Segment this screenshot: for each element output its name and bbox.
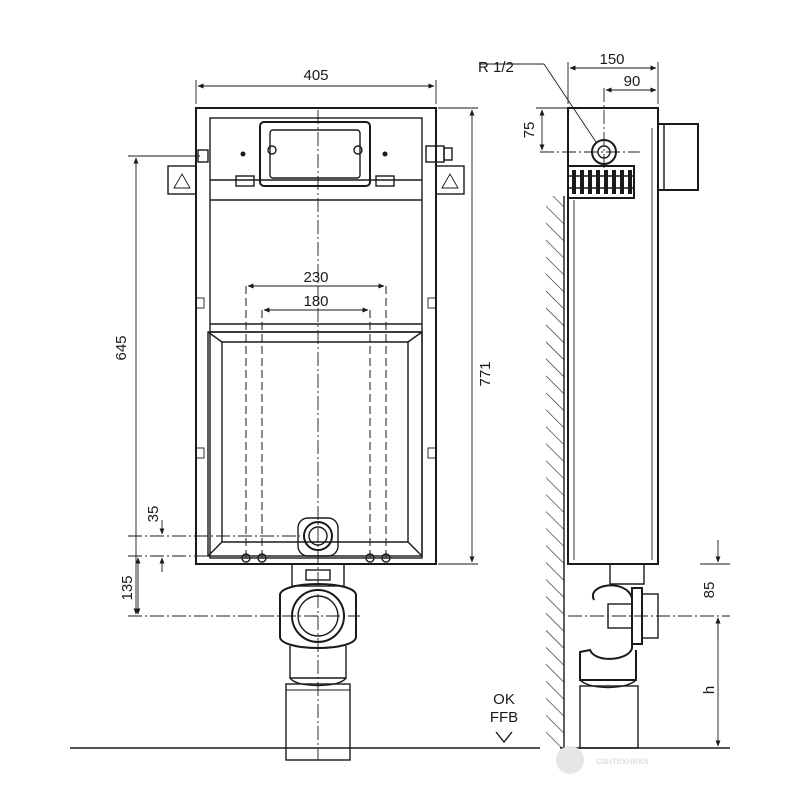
dim-inlet-height: 75: [521, 122, 538, 139]
wall-clamp: [567, 165, 635, 199]
dim-depth-total: 150: [599, 51, 624, 68]
front-frame-inner: [209, 117, 423, 559]
dim-drain-height: 85: [701, 582, 718, 599]
dim-outlet-outer: 230: [303, 269, 328, 286]
drain-bend-front: [279, 583, 357, 649]
dim-depth-inner: 90: [624, 73, 641, 90]
dim-outlet-inner: 180: [303, 293, 328, 310]
watermark: сантехника: [596, 756, 649, 767]
floor-label-ok: OK: [493, 691, 515, 708]
floor-marker-icon: [495, 731, 513, 744]
wall-hatch: [546, 196, 564, 748]
side-view: R 1/2 150 90 75 85 h: [478, 51, 730, 749]
right-wall-bracket: [435, 165, 465, 195]
left-wall-bracket: [167, 165, 197, 195]
dim-height-total: 771: [477, 361, 494, 386]
front-view: 405 230 180 771 645 35 135: [113, 67, 494, 761]
floor-label-ffb: FFB: [490, 709, 518, 726]
dim-variable-height: h: [701, 686, 718, 694]
dim-offset-small: 35: [145, 506, 162, 523]
dim-offset-bottom: 135: [119, 575, 136, 600]
flush-plate-opening: [259, 121, 371, 187]
cistern-side-body: [567, 107, 659, 565]
actuator-box: [657, 123, 699, 191]
thread-label: R 1/2: [478, 59, 514, 76]
drain-bend-side: [579, 584, 637, 681]
dim-width-total: 405: [303, 67, 328, 84]
dim-frame-height: 645: [113, 335, 130, 360]
watermark-logo-icon: [556, 746, 584, 774]
front-frame-outer: [195, 107, 437, 565]
drain-pipe-side: [579, 685, 639, 749]
